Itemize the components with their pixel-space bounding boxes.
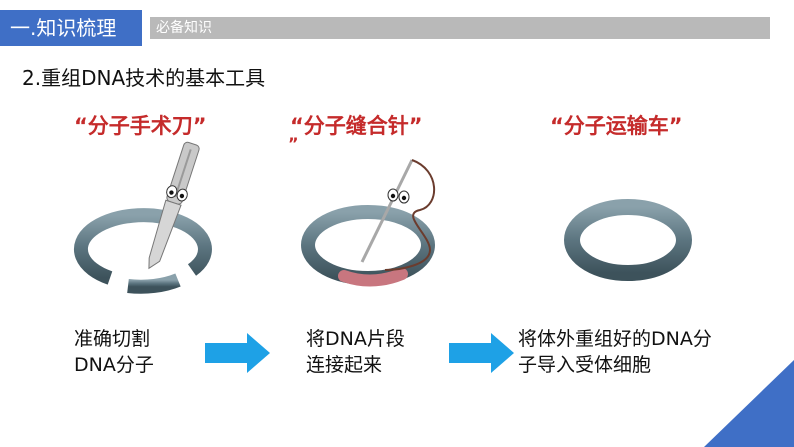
corner-decoration xyxy=(704,360,794,447)
ligated-dna-ring-icon xyxy=(301,205,435,287)
tool-label-ligase: “分子缝合针” xyxy=(290,114,423,138)
tool-desc-ligase: 将DNA片段 连接起来 xyxy=(306,326,405,378)
tool-desc-vector: 将体外重组好的DNA分 子导入受体细胞 xyxy=(518,326,712,378)
desc-line: 将DNA片段 xyxy=(306,328,405,350)
cut-dna-ring-icon xyxy=(73,208,212,294)
page-title: 2.重组DNA技术的基本工具 xyxy=(22,66,266,90)
desc-line: 将体外重组好的DNA分 xyxy=(518,328,712,350)
tool-label-ligase-quote: ” xyxy=(288,134,299,153)
tool-desc-scalpel: 准确切割 DNA分子 xyxy=(74,326,154,378)
next-arrow-icon xyxy=(205,333,270,373)
desc-line: 准确切割 xyxy=(74,328,151,350)
desc-line: 连接起来 xyxy=(306,354,383,376)
header-subtitle: 必备知识 xyxy=(150,17,770,39)
tool-label-vector: “分子运输车” xyxy=(550,114,683,138)
desc-line: 子导入受体细胞 xyxy=(518,354,652,376)
next-arrow-icon xyxy=(449,333,514,373)
scalpel-icon xyxy=(148,141,200,270)
section-header: 一.知识梳理 xyxy=(0,10,142,46)
dna-ring-icon xyxy=(564,199,692,281)
tool-label-scalpel: “分子手术刀” xyxy=(74,114,207,138)
needle-thread-icon xyxy=(360,159,435,271)
desc-line: DNA分子 xyxy=(74,354,154,376)
